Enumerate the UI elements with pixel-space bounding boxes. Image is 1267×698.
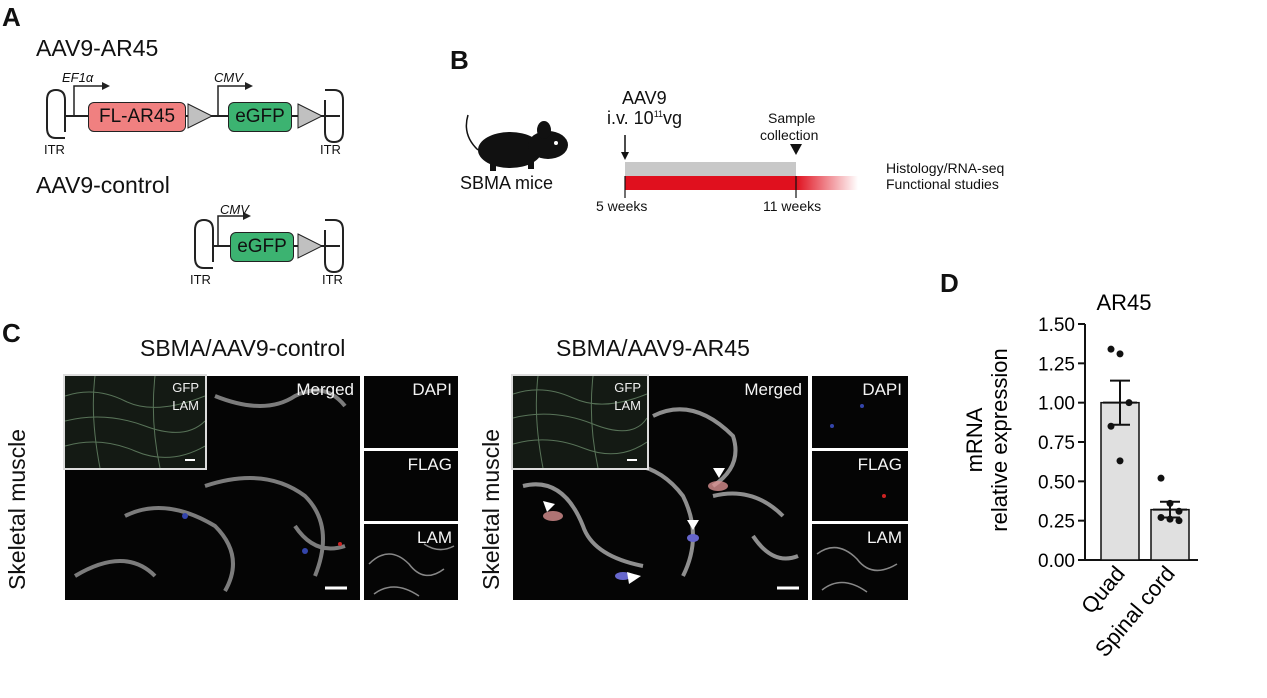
control-flag-label: FLAG [407,455,452,474]
data-point-1-3 [1157,514,1165,522]
red-bar-fade [796,176,858,190]
cmv-label-2: CMV [220,202,249,217]
end-week-label: 11 weeks [763,198,822,214]
control-dapi-label: DAPI [412,380,452,399]
ar45-flag-label: FLAG [857,455,902,474]
panel-d-letter: D [940,268,959,298]
ar45-dapi-image: DAPI [812,376,908,448]
data-point-0-0 [1107,345,1115,353]
red-bar [625,176,796,190]
construct-control-title: AAV9-control [36,172,170,198]
arrowhead-3 [687,520,699,530]
control-title: SBMA/AAV9-control [140,335,346,361]
gray-bar [625,162,796,176]
control-dapi-image: DAPI [364,376,458,448]
panel-a-letter: A [2,2,21,32]
egfp-box-2: eGFP [230,232,294,262]
control-lam-label: LAM [417,528,452,547]
itr-left-label-1: ITR [44,142,65,157]
ar45-flag-image: FLAG [812,451,908,521]
data-point-0-4 [1116,457,1124,465]
ar45-lam-label: LAM [867,528,902,547]
construct-ar45-title: AAV9-AR45 [36,35,159,61]
y-tick-label-4: 1.00 [1038,394,1075,415]
ar45-inset-gfp: GFP [614,380,641,395]
arrowhead-1 [543,501,555,512]
functional-label: Functional studies [886,176,999,192]
data-point-1-4 [1166,515,1174,523]
y-axis-label-line2: relative expression [987,348,1012,531]
y-tick-label-6: 1.50 [1038,315,1075,336]
collection-marker [790,144,802,155]
data-point-0-3 [1107,422,1115,430]
panel-b-letter: B [450,45,469,75]
control-inset-lam: LAM [172,398,199,413]
polyA-triangle-2 [297,103,324,129]
itr-right-shape [324,89,344,144]
ar45-lam-image: LAM [812,524,908,600]
data-point-1-1 [1166,499,1174,507]
sbma-mice-label: SBMA mice [460,173,554,193]
ef1a-promoter-arrow [73,85,102,116]
ar45-title: SBMA/AAV9-AR45 [556,335,750,361]
control-lam-image: LAM [364,524,458,600]
arrowhead-2 [713,468,725,478]
fl-ar45-box: FL-AR45 [88,102,186,132]
data-point-1-0 [1157,474,1165,482]
chart-title: AR45 [1096,290,1151,315]
control-flag-image: FLAG [364,451,458,521]
itr-left-label-2: ITR [190,272,211,287]
ef1a-label: EF1α [62,70,94,85]
y-tick-label-1: 0.25 [1038,512,1075,533]
polyA-triangle-1 [187,103,214,129]
ar45-side-label: Skeletal muscle [478,428,504,590]
y-tick-label-2: 0.50 [1038,472,1075,493]
ar45-expression-chart: AR45 mRNA relative expression 0.00 0.25 0.… [962,290,1198,662]
control-merged-label: Merged [296,380,354,399]
sample-line2: collection [760,127,819,143]
control-inset-gfp: GFP [172,380,199,395]
start-week-label: 5 weeks [596,198,648,214]
ar45-inset: GFP LAM [511,374,649,470]
cmv-promoter-arrow [217,85,245,116]
itr-right-label-1: ITR [320,142,341,157]
sample-line1: Sample [768,110,816,126]
control-inset: GFP LAM [63,374,207,470]
data-point-0-1 [1116,350,1124,358]
mouse-icon [465,114,568,171]
panel-c-letter: C [2,318,21,348]
y-tick-label-3: 0.75 [1038,433,1075,454]
arrowhead-4 [627,572,641,584]
data-point-0-2 [1125,399,1133,407]
y-tick-label-5: 1.25 [1038,354,1075,375]
y-tick-label-0: 0.00 [1038,551,1075,572]
itr-left-shape [46,88,66,139]
control-side-label: Skeletal muscle [4,428,30,590]
ar45-dapi-label: DAPI [862,380,902,399]
itr-right-label-2: ITR [322,272,343,287]
ar45-merged-label: Merged [744,380,802,399]
histology-label: Histology/RNA-seq [886,160,1005,176]
egfp-box-1: eGFP [228,102,292,132]
y-axis-label-line1: mRNA [962,407,987,472]
timeline [621,135,858,198]
injection-line1: AAV9 [622,88,667,108]
cmv-label-1: CMV [214,70,243,85]
data-point-1-5 [1175,517,1183,525]
injection-line2: i.v. 1011vg [607,108,683,128]
ar45-inset-lam: LAM [614,398,641,413]
data-point-1-2 [1175,507,1183,515]
bar-0 [1100,401,1140,561]
